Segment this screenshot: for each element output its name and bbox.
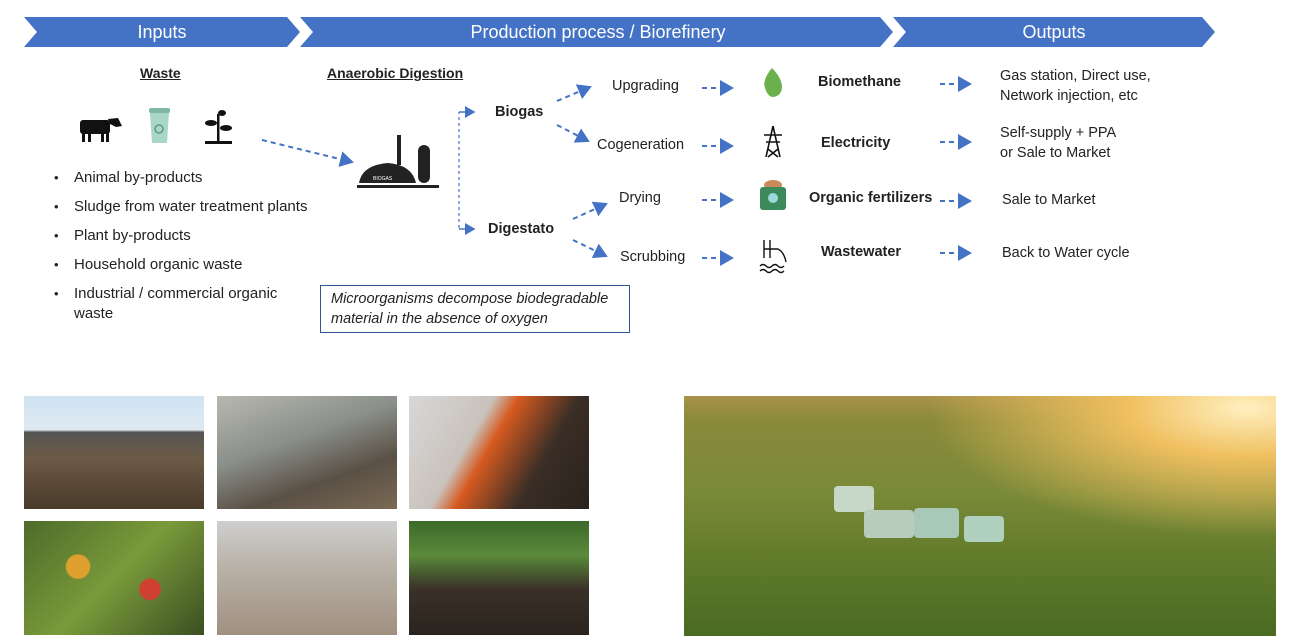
photo-compost-turner — [409, 396, 589, 509]
banner-outputs-label: Outputs — [1022, 22, 1086, 42]
wastewater-icon — [759, 240, 787, 274]
waste-list: Animal by-products Sludge from water tre… — [50, 168, 314, 333]
product-fertilizers: Organic fertilizers — [809, 190, 933, 206]
list-item: Industrial / commercial organic waste — [54, 284, 314, 324]
banner-process — [300, 17, 893, 47]
list-item: Animal by-products — [54, 168, 314, 188]
power-pylon-icon — [764, 125, 782, 158]
list-item: Sludge from water treatment plants — [54, 197, 314, 217]
output-line: or Sale to Market — [1000, 145, 1111, 161]
list-item: Household organic waste — [54, 255, 314, 275]
biogas-plant-icon — [357, 135, 439, 188]
fertilizer-bag-icon — [760, 180, 786, 210]
waste-title: Waste — [140, 65, 181, 81]
banner-inputs — [24, 17, 300, 47]
step-drying: Drying — [619, 190, 661, 206]
product-biomethane: Biomethane — [818, 74, 901, 90]
step-scrubbing: Scrubbing — [620, 249, 686, 265]
photo-biogas-plant-aerial — [684, 396, 1276, 636]
output-biomethane: Gas station, Direct use, Network injectio… — [1000, 66, 1151, 106]
photo-sludge-pipe — [217, 521, 397, 635]
arrow-to-upgrading — [556, 84, 592, 102]
arrow-waste-to-digestion — [261, 139, 354, 167]
biogas-label: Biogas — [495, 104, 544, 120]
banner-process-label: Production process / Biorefinery — [470, 22, 726, 42]
output-electricity: Self-supply + PPA or Sale to Market — [1000, 123, 1116, 163]
banner-outputs — [893, 17, 1215, 47]
arrow-to-scrubbing — [572, 239, 608, 258]
photo-manure-barn — [24, 396, 204, 509]
output-fertilizers: Sale to Market — [1002, 192, 1096, 208]
digestate-label: Digestato — [488, 221, 555, 237]
cow-icon — [80, 118, 122, 142]
output-line: Gas station, Direct use, — [1000, 68, 1151, 84]
photo-slurry-tanker — [217, 396, 397, 509]
arrow-to-drying — [572, 201, 608, 220]
organic-bin-icon — [149, 108, 170, 143]
photo-organic-waste — [24, 521, 204, 635]
plant-icon — [205, 110, 232, 144]
process-note: Microorganisms decompose biodegradable m… — [320, 285, 630, 333]
step-cogeneration: Cogeneration — [597, 137, 685, 153]
flame-icon — [764, 68, 782, 97]
product-electricity: Electricity — [821, 135, 891, 151]
digestion-title: Anaerobic Digestion — [327, 65, 464, 81]
banner-inputs-label: Inputs — [137, 22, 187, 42]
output-wastewater: Back to Water cycle — [1002, 245, 1130, 261]
step-upgrading: Upgrading — [612, 78, 679, 94]
output-line: Network injection, etc — [1000, 88, 1138, 104]
plant-label: BIOGAS — [373, 176, 393, 182]
arrow-to-cogeneration — [556, 124, 590, 143]
photo-digestate-rows — [409, 521, 589, 635]
digester-tanks — [834, 486, 1004, 546]
output-line: Self-supply + PPA — [1000, 125, 1117, 141]
list-item: Plant by-products — [54, 226, 314, 246]
product-wastewater: Wastewater — [821, 244, 902, 260]
